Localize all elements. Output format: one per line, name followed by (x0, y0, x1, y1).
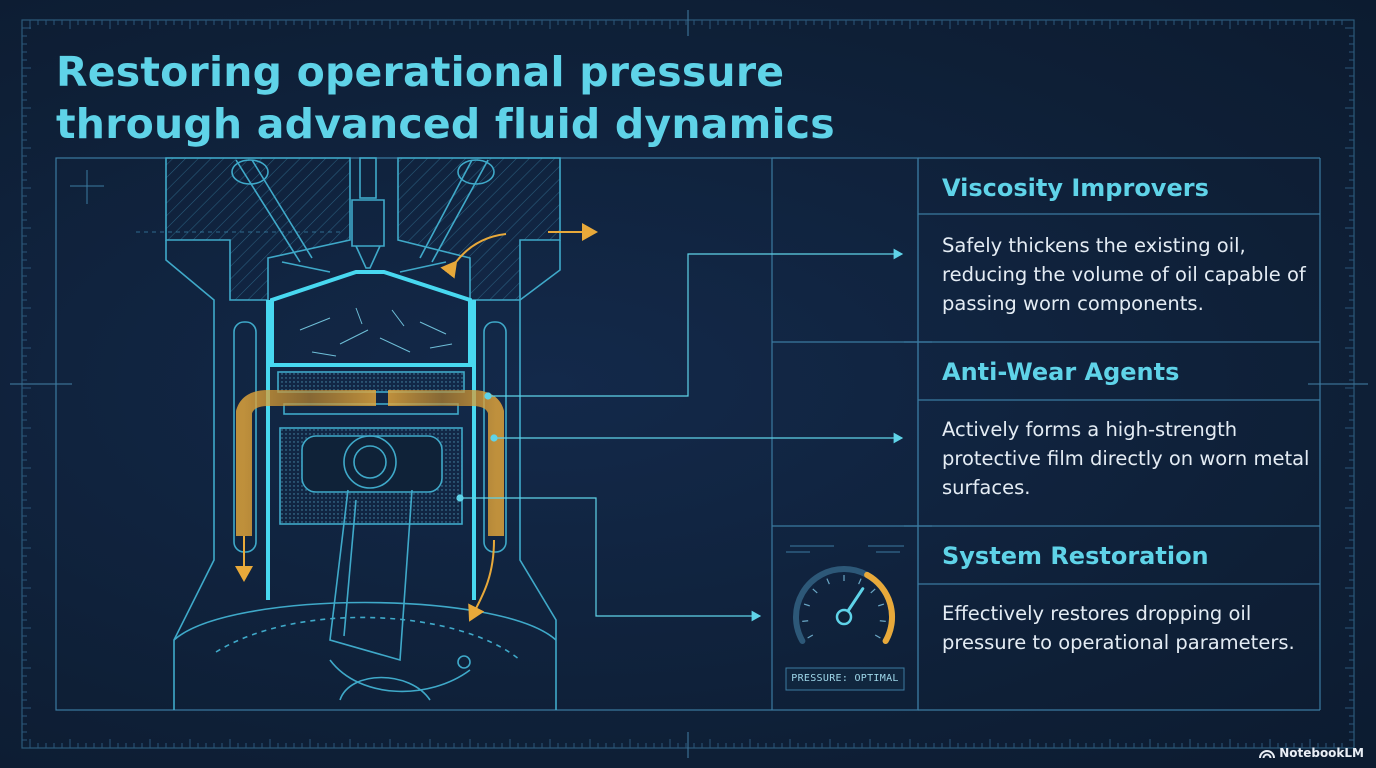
brand-name: NotebookLM (1279, 746, 1364, 760)
feature-body-viscosity: Safely thickens the existing oil, reduci… (942, 234, 1306, 315)
notebooklm-icon (1259, 750, 1276, 759)
ruler-ticks-right (1345, 27, 1354, 741)
feature-heading-anti-wear: Anti-Wear Agents (942, 358, 1180, 386)
page-title: Restoring operational pressure through a… (56, 46, 876, 150)
engine-cross-section (165, 157, 561, 710)
feature-panel-grid (771, 157, 1321, 711)
feature-body-system-restoration: Effectively restores dropping oil pressu… (942, 602, 1295, 654)
oil-flow (235, 223, 598, 622)
brand-logo: NotebookLM (1259, 746, 1364, 760)
ruler-ticks-bottom (29, 739, 1343, 748)
gauge-label: PRESSURE: OPTIMAL (791, 673, 899, 684)
ruler-ticks-top (29, 20, 1343, 29)
gauge-level-arc (864, 571, 895, 644)
feature-heading-system-restoration: System Restoration (942, 542, 1209, 570)
pressure-gauge (785, 545, 905, 691)
title-line-1: Restoring operational pressure (56, 48, 785, 96)
feature-body-anti-wear: Actively forms a high-strength protectiv… (942, 418, 1310, 499)
leader-lines (456, 248, 904, 622)
feature-heading-viscosity: Viscosity Improvers (942, 174, 1209, 202)
title-line-2: through advanced fluid dynamics (56, 100, 835, 148)
ruler-ticks-left (22, 27, 31, 741)
